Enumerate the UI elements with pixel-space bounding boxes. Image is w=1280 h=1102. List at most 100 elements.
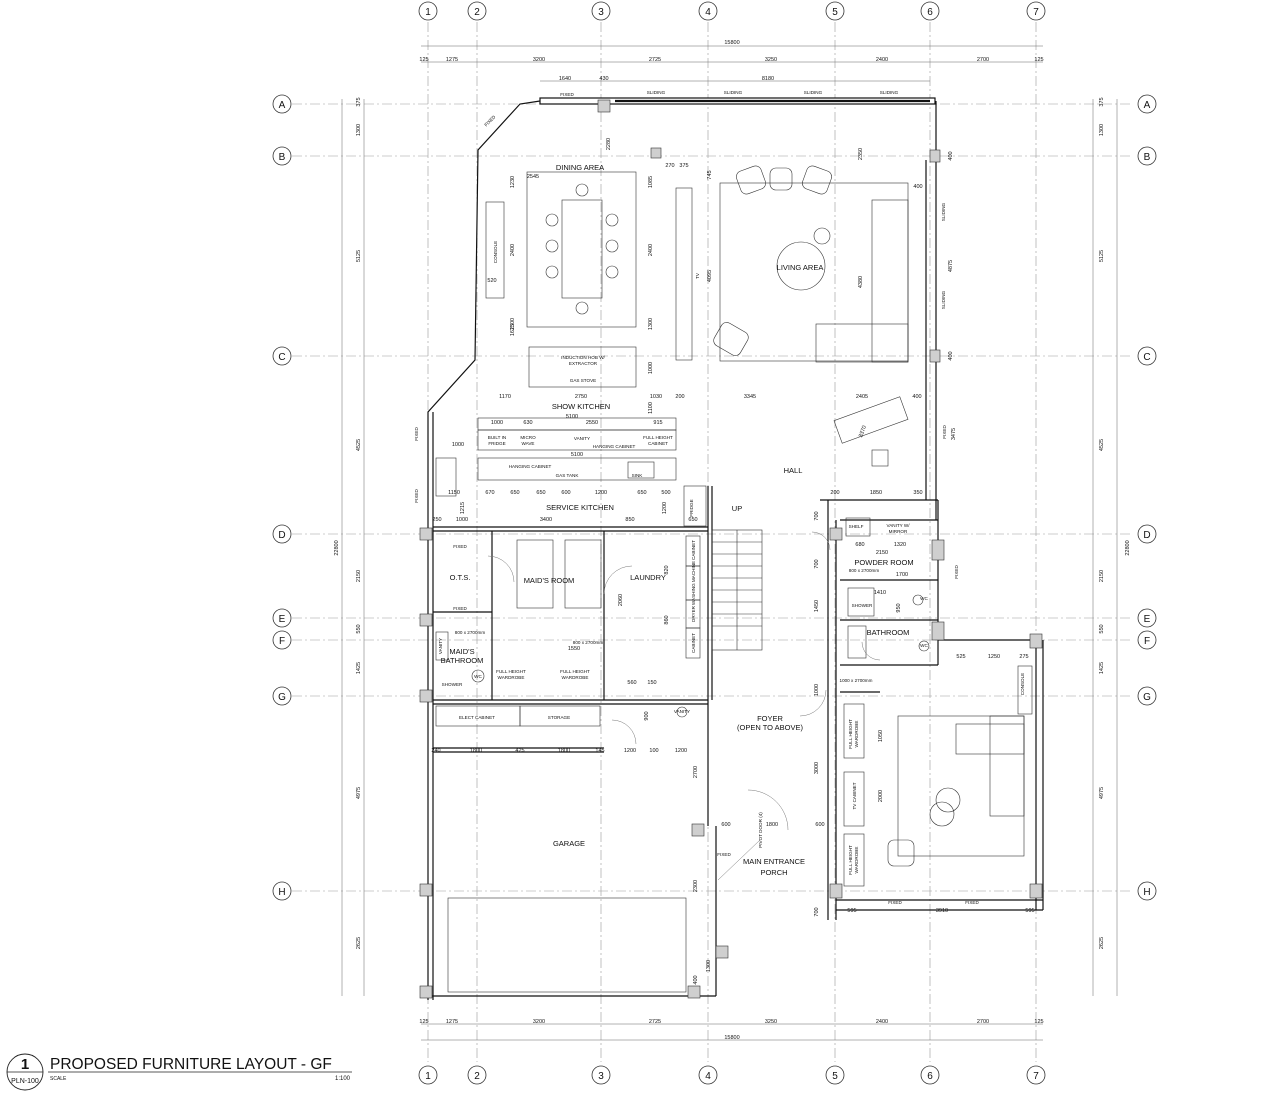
room-living: LIVING AREA [777,263,824,272]
dim-2545: 2545 [527,174,539,180]
dim-5100-b: 5100 [571,452,583,458]
top-span-dimensions: 125 1275 3200 2725 3250 2400 2700 125 16… [419,57,1043,82]
bottom-span-5: 3250 [765,1019,777,1025]
dim-3910: 3910 [936,908,948,914]
label-vanity-maid: VANITY [438,638,443,654]
bottom-span-dimensions: 125 1275 3200 2725 3250 2400 2700 125 [419,1019,1043,1025]
right-span-6: 550 [1099,624,1105,633]
dim-3345: 3345 [744,394,756,400]
scale-label: SCALE [50,1076,67,1082]
label-micro-2: WAVE [521,441,534,446]
dim-2350: 2350 [858,148,864,160]
label-fixed-porch: FIXED [717,852,731,857]
left-span-8: 4975 [356,787,362,799]
left-span-2: 1300 [356,124,362,136]
console-table [485,201,505,299]
label-sliding-3: SLIDING [804,90,823,95]
grid-col-5-bottom: 5 [832,1071,838,1082]
right-span-8: 4975 [1099,787,1105,799]
title-sheet: PLN-100 [11,1078,39,1085]
dim-1300-c: 1300 [706,960,712,972]
dim-1800-c: 1800 [766,822,778,828]
sofa [871,199,909,363]
dim-350: 350 [913,490,922,496]
label-wardrobe-1b: WARDROBE [498,675,525,680]
label-fixed-ots-2: FIXED [453,606,467,611]
label-fixed-east: FIXED [942,425,947,439]
room-porch-1: MAIN ENTRANCE [743,857,805,866]
dim-4875: 4875 [948,260,954,272]
dim-270: 270 [665,163,674,169]
dim-1800-b: 1800 [558,748,570,754]
dim-1000: 1000 [648,362,654,374]
grid-column-labels: 1 2 3 4 5 6 7 1 2 3 4 5 6 7 [425,7,1039,1082]
dim-2400-b: 2400 [648,244,654,256]
label-vanity-foyer: VANITY [674,709,690,714]
label-sliding-4: SLIDING [880,90,899,95]
dim-400-e: 400 [693,975,699,984]
label-vanity-mirror-2: MIRROR [889,529,908,534]
label-fixed-ots-1: FIXED [453,544,467,549]
dim-1200-c: 1200 [624,748,636,754]
room-porch-2: PORCH [760,868,787,877]
grid-bubbles-bottom [418,1065,1046,1085]
label-wardrobe-1a: FULL HEIGHT [496,669,526,674]
dim-1000-k: 1000 [491,420,503,426]
label-fixed-powder: FIXED [954,565,959,579]
label-fridge-1: BUILT IN [488,435,506,440]
dim-1230: 1230 [510,176,516,188]
label-shelf: SHELF [849,524,864,529]
dim-595-b: 595 [1025,908,1034,914]
right-span-3: 5125 [1099,250,1105,262]
label-full-height-cab-2: CABINET [648,441,668,446]
dim-600-a: 600 [561,490,570,496]
label-door-powder: 800 x 2700mm [849,568,880,573]
dim-1170: 1170 [499,394,511,400]
dim-4095: 4095 [707,270,713,282]
room-labels: DINING AREA LIVING AREA SHOW KITCHEN SER… [441,163,914,877]
dim-1250: 1250 [988,654,1000,660]
grid-row-d-right: D [1143,530,1150,541]
dim-3000: 3000 [814,762,820,774]
grid-bubbles-left [272,94,292,901]
left-span-5: 2150 [356,570,362,582]
label-cabinet-1: CABINET [691,540,696,560]
label-induction-1: INDUCTION HOB W/ [561,355,605,360]
dim-1625: 1625 [510,324,516,336]
dim-400-a: 400 [913,184,922,190]
top-span-1: 125 [419,57,428,63]
dim-100: 100 [649,748,658,754]
dim-3400: 3400 [540,517,552,523]
dim-400-d: 400 [912,394,921,400]
label-vanity-kitchen: VANITY [574,436,590,441]
grid-row-e: E [279,614,286,625]
interior-dimensions: 2545 1230 2400 1300 1625 520 2280 270 37… [431,138,1034,985]
room-foyer-1: FOYER [757,714,783,723]
label-console: CONSOLE [493,241,498,263]
dim-700-b: 700 [814,907,820,916]
label-sink: SINK [632,473,644,478]
grid-row-d: D [278,530,285,541]
dim-850: 850 [625,517,634,523]
top-span-6: 2400 [876,57,888,63]
dim-520: 520 [487,278,496,284]
dim-2280: 2280 [606,138,612,150]
label-fixed-west-1: FIXED [414,427,419,441]
staircase [711,529,763,651]
dim-425: 425 [515,748,524,754]
dim-1550: 1550 [568,646,580,652]
room-service-kitchen: SERVICE KITCHEN [546,503,614,512]
dim-375: 375 [679,163,688,169]
label-door-maid-bath: 800 x 2700mm [455,630,486,635]
label-fixed-bay: FIXED [483,114,497,128]
dim-600-c: 600 [815,822,824,828]
dim-150: 150 [647,680,656,686]
bottom-span-8: 125 [1034,1019,1043,1025]
dining-rug [526,171,637,328]
bottom-span-3: 3200 [533,1019,545,1025]
dimension-lines [341,45,1118,1041]
dim-1700: 1700 [896,572,908,578]
dim-650-c: 650 [637,490,646,496]
label-fixed-top: FIXED [560,92,574,97]
dim-860: 860 [664,615,670,624]
